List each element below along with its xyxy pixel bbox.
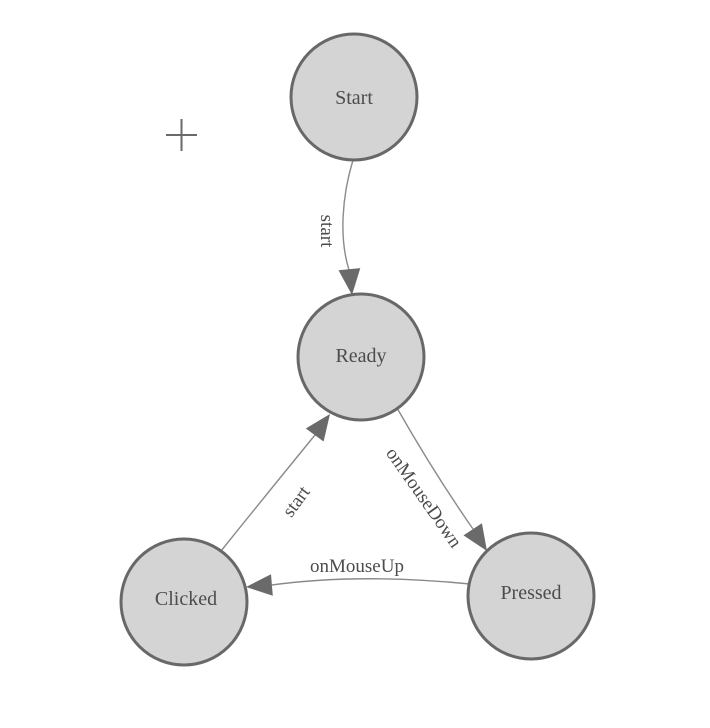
node-ready[interactable]: Ready bbox=[296, 292, 426, 422]
edge-label-start-to-ready: start bbox=[316, 215, 337, 248]
edge-clicked-to-ready[interactable]: start bbox=[220, 414, 330, 552]
node-clicked[interactable]: Clicked bbox=[119, 537, 249, 667]
node-label-pressed: Pressed bbox=[500, 582, 561, 604]
arrowhead-icon bbox=[463, 523, 487, 551]
edge-label-ready-to-pressed: onMouseDown bbox=[381, 444, 466, 552]
arrowhead-icon bbox=[338, 268, 361, 295]
edge-ready-to-pressed[interactable]: onMouseDown bbox=[381, 407, 487, 552]
edge-label-pressed-to-clicked: onMouseUp bbox=[310, 556, 404, 577]
edge-line[interactable] bbox=[396, 407, 474, 530]
edge-pressed-to-clicked[interactable]: onMouseUp bbox=[246, 556, 471, 596]
node-circle[interactable] bbox=[466, 531, 596, 661]
arrowhead-icon bbox=[305, 414, 330, 442]
edge-line[interactable] bbox=[342, 159, 354, 271]
crosshair-cursor-icon bbox=[166, 119, 197, 151]
edge-line[interactable] bbox=[271, 578, 471, 586]
node-circle[interactable] bbox=[119, 537, 249, 667]
edge-label-clicked-to-ready: start bbox=[278, 482, 315, 521]
node-circle[interactable] bbox=[296, 292, 426, 422]
node-circle[interactable] bbox=[289, 32, 419, 162]
node-pressed[interactable]: Pressed bbox=[466, 531, 596, 661]
node-label-clicked: Clicked bbox=[155, 588, 217, 610]
arrowhead-icon bbox=[246, 574, 273, 596]
edge-start-to-ready[interactable]: start bbox=[316, 159, 361, 295]
edge-line[interactable] bbox=[220, 434, 316, 552]
node-label-start: Start bbox=[335, 87, 373, 109]
node-start[interactable]: Start bbox=[289, 32, 419, 162]
node-label-ready: Ready bbox=[335, 345, 386, 367]
